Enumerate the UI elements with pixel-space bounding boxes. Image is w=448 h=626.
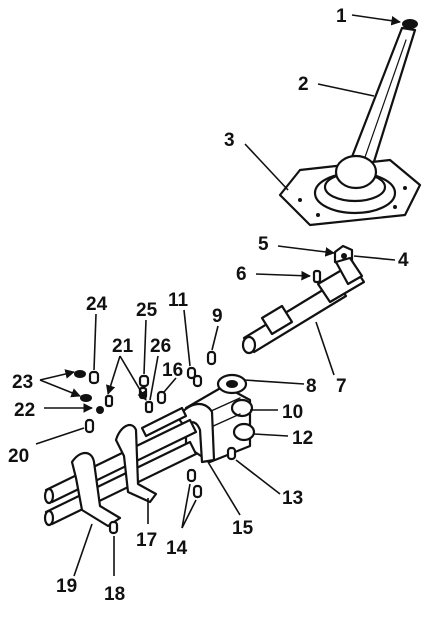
shift-boot-plate — [278, 154, 422, 227]
callout-10: 10 — [282, 402, 303, 423]
callout-17: 17 — [136, 530, 157, 551]
callout-15: 15 — [232, 518, 254, 539]
pin-18 — [108, 520, 119, 535]
pin-11 — [186, 366, 203, 388]
callout-16: 16 — [162, 360, 183, 381]
pin-9 — [206, 350, 217, 366]
detent-springs — [74, 370, 104, 414]
leader-lines — [35, 14, 401, 577]
shift-rails — [43, 406, 198, 527]
pin-14 — [186, 468, 203, 499]
shift-fork-19 — [70, 451, 122, 528]
callout-23: 23 — [12, 372, 33, 393]
callout-13: 13 — [282, 488, 303, 509]
callout-18: 18 — [104, 584, 125, 605]
callout-14: 14 — [166, 538, 188, 559]
callout-11: 11 — [168, 290, 189, 311]
shift-lever — [348, 26, 417, 170]
shift-fork-17 — [114, 423, 158, 504]
spring-pin-6 — [312, 269, 322, 284]
pin-13 — [226, 446, 237, 461]
callout-3: 3 — [224, 130, 235, 151]
detent-parts — [104, 374, 154, 414]
callout-8: 8 — [306, 376, 317, 397]
callout-26: 26 — [150, 336, 171, 357]
callout-21: 21 — [112, 336, 134, 357]
pin-20 — [84, 418, 95, 434]
callout-22: 22 — [14, 400, 35, 421]
callout-7: 7 — [336, 376, 347, 397]
shift-knob-cap — [402, 19, 418, 29]
callout-24: 24 — [86, 294, 108, 315]
callout-9: 9 — [212, 306, 223, 327]
callout-5: 5 — [258, 234, 269, 255]
callout-1: 1 — [336, 6, 347, 27]
callout-20: 20 — [8, 446, 29, 467]
callout-25: 25 — [136, 300, 158, 321]
callout-12: 12 — [292, 428, 313, 449]
selector-shaft — [241, 256, 366, 355]
callout-6: 6 — [236, 264, 247, 285]
callout-labels: 1 2 3 4 5 6 7 8 9 10 11 12 13 14 15 16 1… — [8, 6, 409, 605]
callout-19: 19 — [56, 576, 77, 597]
pin-16 — [156, 390, 167, 405]
callout-4: 4 — [398, 250, 409, 271]
callout-2: 2 — [298, 74, 309, 95]
